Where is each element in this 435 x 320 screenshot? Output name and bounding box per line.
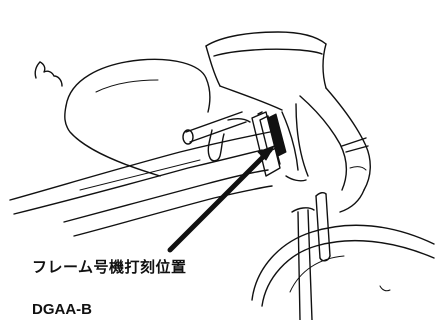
figure-code: DGAA-B — [32, 301, 92, 318]
frame-number-stamp-label: フレーム号機打刻位置 — [32, 258, 187, 276]
front-fork — [291, 191, 331, 320]
rear-break-lines — [34, 61, 63, 87]
fuel-tank — [64, 58, 211, 177]
handlebar — [182, 111, 251, 162]
front-wheel — [251, 224, 435, 307]
detail-mark — [379, 285, 391, 292]
front-fairing — [205, 31, 371, 213]
callout-pointer-arrow — [167, 145, 275, 253]
steering-head — [251, 111, 307, 182]
